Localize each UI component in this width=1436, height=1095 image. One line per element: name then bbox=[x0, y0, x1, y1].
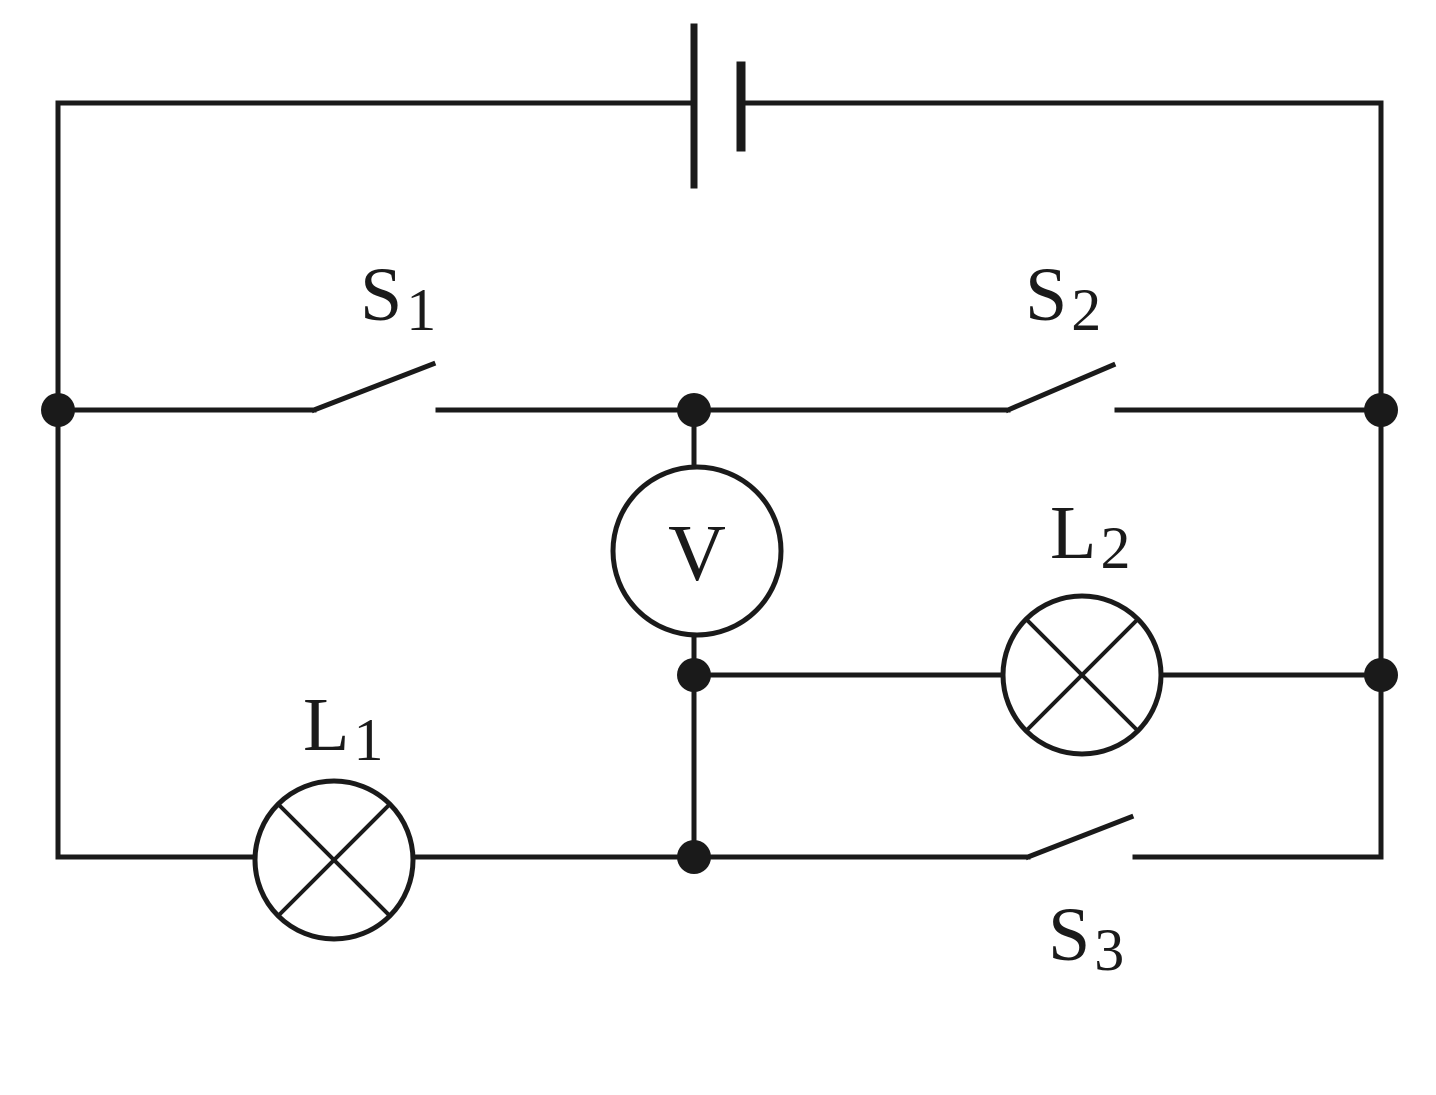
node-right-top bbox=[1364, 393, 1398, 427]
switch-s1-blade bbox=[310, 360, 437, 414]
label-s2: S2 bbox=[1025, 253, 1101, 343]
voltmeter-symbol: V bbox=[668, 510, 726, 598]
node-right-middle bbox=[1364, 658, 1398, 692]
label-s1: S1 bbox=[360, 253, 436, 343]
node-bottom-middle bbox=[677, 840, 711, 874]
battery bbox=[690, 23, 746, 189]
switch-s2-blade bbox=[1004, 361, 1117, 414]
voltmeter-circle bbox=[610, 464, 784, 638]
switch-s3-blade bbox=[1024, 813, 1135, 861]
lamp-l2 bbox=[1000, 593, 1164, 757]
label-s3: S3 bbox=[1048, 893, 1124, 983]
node-left bbox=[41, 393, 75, 427]
switch-s1 bbox=[310, 360, 437, 414]
voltmeter: V bbox=[610, 464, 784, 638]
junction-nodes bbox=[41, 393, 1398, 874]
switch-s3 bbox=[1024, 813, 1135, 861]
node-middle bbox=[677, 658, 711, 692]
node-top-middle bbox=[677, 393, 711, 427]
label-l2: L2 bbox=[1050, 491, 1130, 581]
switch-s2 bbox=[1004, 361, 1117, 414]
lamp-l1 bbox=[252, 778, 416, 942]
label-l1: L1 bbox=[303, 683, 383, 773]
